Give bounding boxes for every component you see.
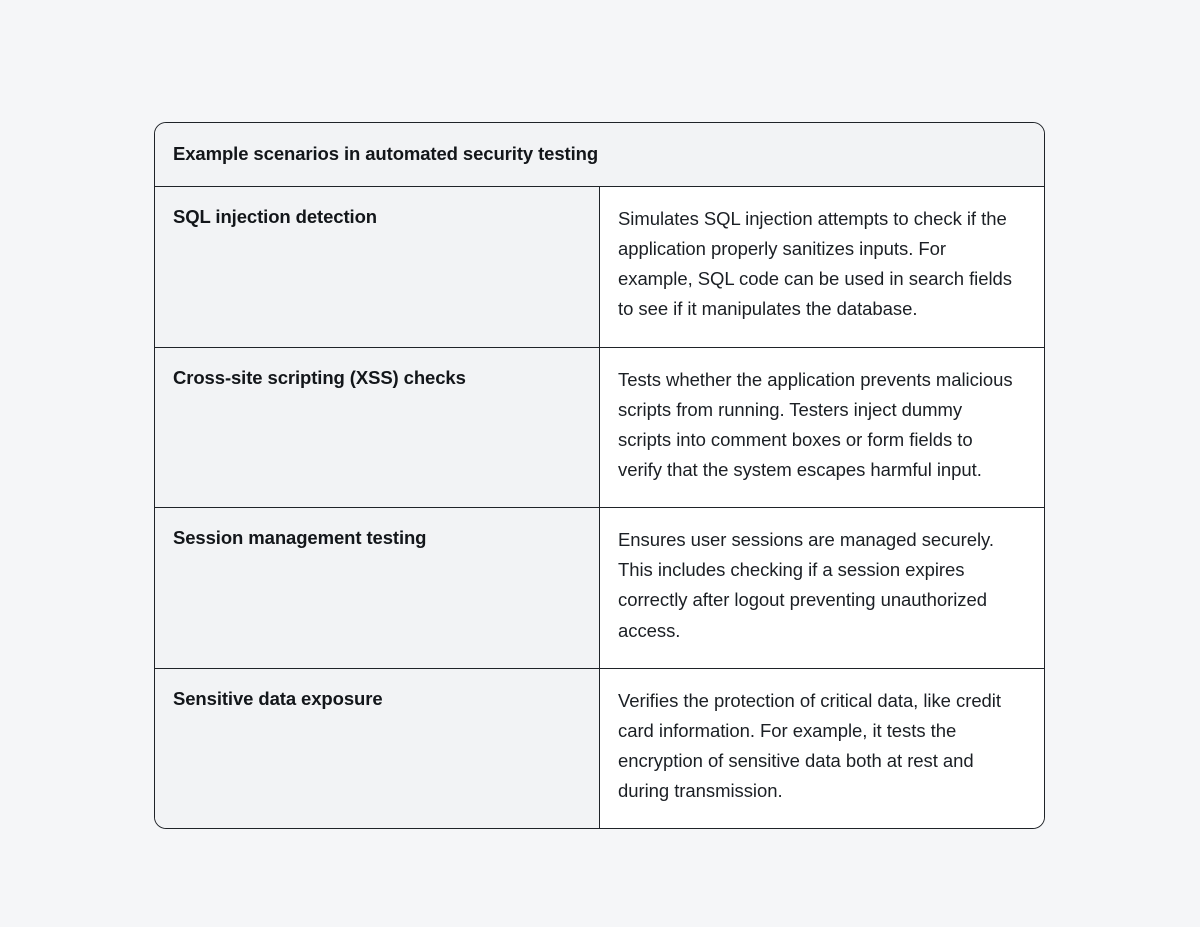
- security-testing-table: Example scenarios in automated security …: [155, 123, 1044, 829]
- scenario-name-cell: Session management testing: [155, 507, 600, 669]
- table-row: Sensitive data exposure Verifies the pro…: [155, 668, 1044, 829]
- scenario-description-cell: Simulates SQL injection attempts to chec…: [599, 186, 1044, 348]
- scenario-description-cell: Tests whether the application prevents m…: [599, 347, 1044, 509]
- scenario-description-cell: Verifies the protection of critical data…: [599, 668, 1044, 829]
- table-row: Session management testing Ensures user …: [155, 507, 1044, 669]
- scenario-name-cell: Sensitive data exposure: [155, 668, 600, 829]
- table-head: Example scenarios in automated security …: [155, 123, 1044, 187]
- table-body: SQL injection detection Simulates SQL in…: [155, 186, 1044, 829]
- table-row: Cross-site scripting (XSS) checks Tests …: [155, 347, 1044, 509]
- table-header-row: Example scenarios in automated security …: [155, 123, 1044, 187]
- scenario-description-cell: Ensures user sessions are managed secure…: [599, 507, 1044, 669]
- scenario-name-cell: SQL injection detection: [155, 186, 600, 348]
- security-testing-table-card: Example scenarios in automated security …: [154, 122, 1045, 830]
- scenario-name-cell: Cross-site scripting (XSS) checks: [155, 347, 600, 509]
- table-caption: Example scenarios in automated security …: [155, 123, 1044, 187]
- table-row: SQL injection detection Simulates SQL in…: [155, 186, 1044, 348]
